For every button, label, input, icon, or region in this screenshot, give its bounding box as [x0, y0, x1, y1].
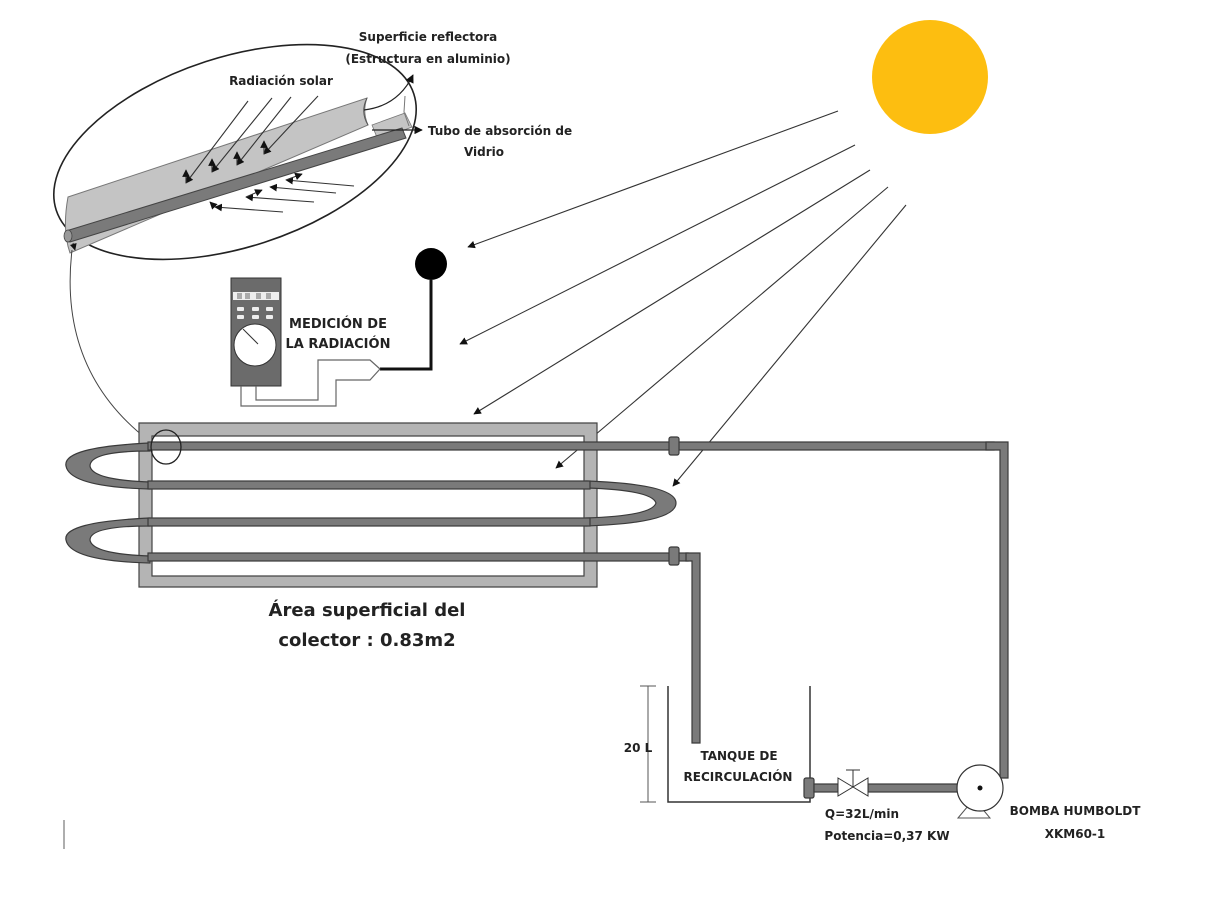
pipe-row-3 — [147, 517, 591, 527]
pipe-return-right — [985, 441, 1009, 779]
reflector-label-line1: Superficie reflectora — [359, 30, 497, 44]
pipe-row-2 — [147, 480, 591, 490]
valve-icon — [837, 769, 869, 797]
tank-label-line1: TANQUE DE — [700, 749, 777, 763]
tube-label-line2: Vidrio — [464, 145, 504, 159]
sun-icon — [872, 20, 988, 134]
tank-volume-label: 20 L — [624, 741, 653, 755]
pump-power-label: Potencia=0,37 KW — [824, 829, 949, 843]
reflector-detail-inset — [53, 43, 423, 261]
meter-dial — [233, 323, 277, 367]
sensor-cable — [380, 280, 433, 371]
flow-rate-label: Q=32L/min — [825, 807, 899, 821]
tank-body — [667, 686, 811, 803]
meter-label-line2: LA RADIACIÓN — [286, 336, 391, 352]
pipe-bend-left-2 — [65, 517, 151, 564]
detail-circle — [150, 429, 182, 465]
ray-to-collector — [555, 186, 889, 469]
reflector-callout-arrow — [363, 74, 414, 111]
ray-to-sensor — [467, 110, 839, 249]
pump-label-line2: XKM60-1 — [1045, 827, 1106, 841]
recirculation-tank — [640, 685, 811, 803]
reflector-label-line2: (Estructura en aluminio) — [345, 52, 510, 66]
collector-label-line2: colector : 0.83m2 — [278, 630, 455, 651]
meter-label-line1: MEDICIÓN DE — [289, 316, 387, 332]
solar-rays — [459, 110, 907, 487]
radiation-meter — [230, 277, 282, 387]
pump-label-line1: BOMBA HUMBOLDT — [1010, 804, 1142, 818]
inset-ellipse — [53, 43, 417, 261]
pipe-bend-right — [585, 480, 677, 527]
tube-label-line1: Tubo de absorción de — [428, 124, 572, 138]
ray-to-meter — [459, 144, 856, 345]
tank-outlet-coupling — [803, 777, 815, 799]
pipe-to-tank — [685, 552, 701, 744]
coupling-inlet — [668, 546, 680, 566]
inset-connector-line — [69, 249, 149, 441]
pipe-bend-left-1 — [65, 442, 151, 490]
ray-to-frame-top — [473, 169, 871, 415]
pipe-row-4 — [147, 552, 689, 562]
ray-to-loop — [672, 204, 907, 487]
pipe-valve-pump — [867, 783, 961, 793]
pipe-row-1 — [147, 441, 995, 451]
collector-label-line1: Área superficial del — [269, 599, 466, 621]
radiation-label: Radiación solar — [229, 74, 333, 88]
collector-frame — [138, 422, 598, 588]
coupling-outlet — [668, 436, 680, 456]
radiation-sensor — [415, 248, 447, 280]
solar-collector — [65, 422, 995, 588]
tank-label-line2: RECIRCULACIÓN — [684, 769, 793, 784]
pipe-tank-valve — [813, 783, 839, 793]
pump-icon — [956, 764, 1004, 819]
